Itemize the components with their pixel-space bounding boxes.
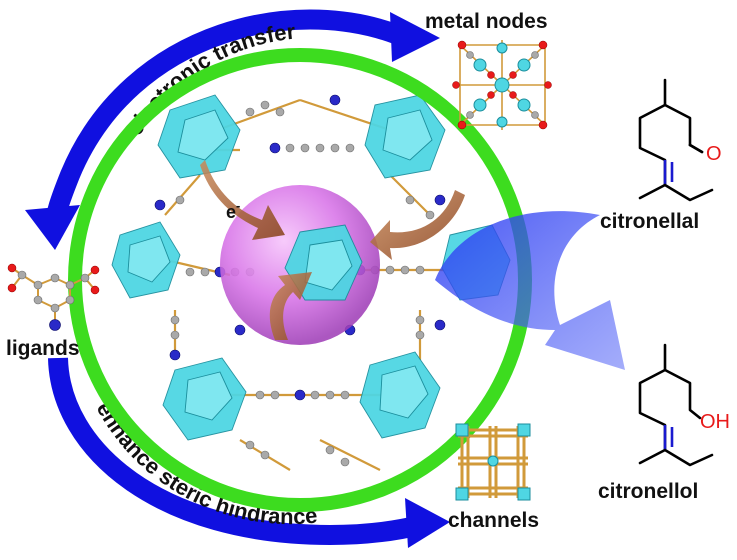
cluster-bottom-left xyxy=(162,357,247,441)
cluster-top-left xyxy=(157,94,241,179)
citronellal-label: citronellal xyxy=(600,210,699,233)
metal-node-cluster-icon xyxy=(452,40,552,130)
citronellol-structure-icon xyxy=(638,343,714,467)
alcohol-oh-label: OH xyxy=(700,411,730,433)
nitrogen-atoms xyxy=(154,94,446,401)
electron-transfer-arrows xyxy=(200,160,465,340)
cluster-left xyxy=(111,221,181,299)
metal-nodes-label: metal nodes xyxy=(425,10,548,33)
electronic-transfer-arrow xyxy=(25,9,440,250)
electron-label: e- xyxy=(226,198,240,222)
citronellal-structure-icon xyxy=(638,78,714,202)
steric-hindrance-arrow xyxy=(48,357,450,548)
ligand-molecule-icon xyxy=(7,263,100,331)
conversion-arrow xyxy=(435,211,625,370)
cluster-top-right xyxy=(364,94,446,179)
ligands-label: ligands xyxy=(6,337,80,360)
channel-lattice-icon xyxy=(455,423,531,501)
cluster-bottom-right xyxy=(359,351,441,439)
aldehyde-o-label: O xyxy=(706,143,722,165)
mof-framework xyxy=(111,94,511,471)
channels-label: channels xyxy=(448,509,539,532)
citronellol-label: citronellol xyxy=(598,480,698,503)
